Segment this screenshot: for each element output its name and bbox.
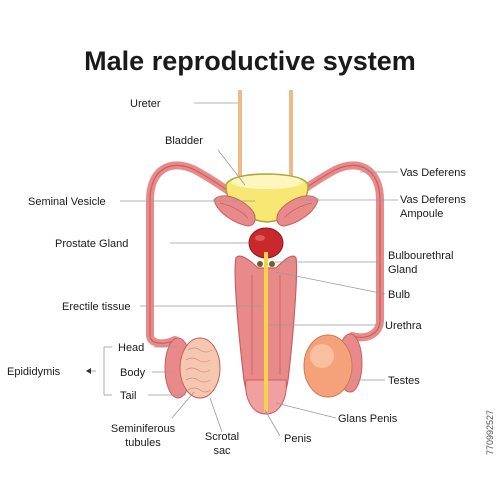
bulbourethral-gland-right — [269, 261, 275, 267]
label-prostate-gland: Prostate Gland — [55, 238, 128, 250]
labels: Ureter Bladder Vas Deferens Seminal Vesi… — [7, 98, 466, 457]
label-bulb: Bulb — [388, 289, 410, 301]
label-epididymis: Epididymis — [7, 366, 61, 378]
label-penis: Penis — [284, 433, 312, 445]
ureter-left — [238, 90, 242, 186]
label-head: Head — [118, 342, 144, 354]
seminal-vesicle-left — [213, 195, 256, 227]
stock-id-watermark: 770992527 — [485, 410, 495, 455]
testis-left — [179, 337, 221, 399]
bulbourethral-gland-left — [257, 261, 263, 267]
anatomy-illustration — [146, 90, 384, 415]
label-bulbourethral-gland-line1: Bulbourethral — [388, 250, 453, 262]
label-urethra: Urethra — [385, 320, 423, 332]
label-seminiferous-tubules-line1: Seminiferous — [111, 423, 176, 435]
urethra-line — [264, 252, 268, 412]
label-body: Body — [120, 367, 146, 379]
leader-lines — [86, 102, 398, 437]
ureter-right — [289, 90, 293, 186]
label-bulbourethral-gland-line2: Gland — [388, 264, 417, 276]
label-vas-deferens-ampoule-line2: Ampoule — [400, 208, 443, 220]
seminal-vesicle-right — [276, 195, 319, 227]
label-seminal-vesicle: Seminal Vesicle — [28, 196, 106, 208]
diagram-title: Male reproductive system — [84, 46, 416, 76]
label-bladder: Bladder — [165, 135, 203, 147]
label-scrotal-sac-line2: sac — [213, 445, 231, 457]
label-ureter: Ureter — [130, 98, 161, 110]
label-vas-deferens: Vas Deferens — [400, 167, 466, 179]
label-glans-penis: Glans Penis — [338, 413, 398, 425]
seminiferous-tubules-pattern — [185, 347, 213, 393]
label-tail: Tail — [120, 390, 137, 402]
label-seminiferous-tubules-line2: tubules — [125, 437, 161, 449]
label-testes: Testes — [388, 375, 420, 387]
label-vas-deferens-ampoule-line1: Vas Deferens — [400, 194, 466, 206]
label-scrotal-sac-line1: Scrotal — [205, 431, 239, 443]
label-erectile-tissue: Erectile tissue — [62, 301, 130, 313]
